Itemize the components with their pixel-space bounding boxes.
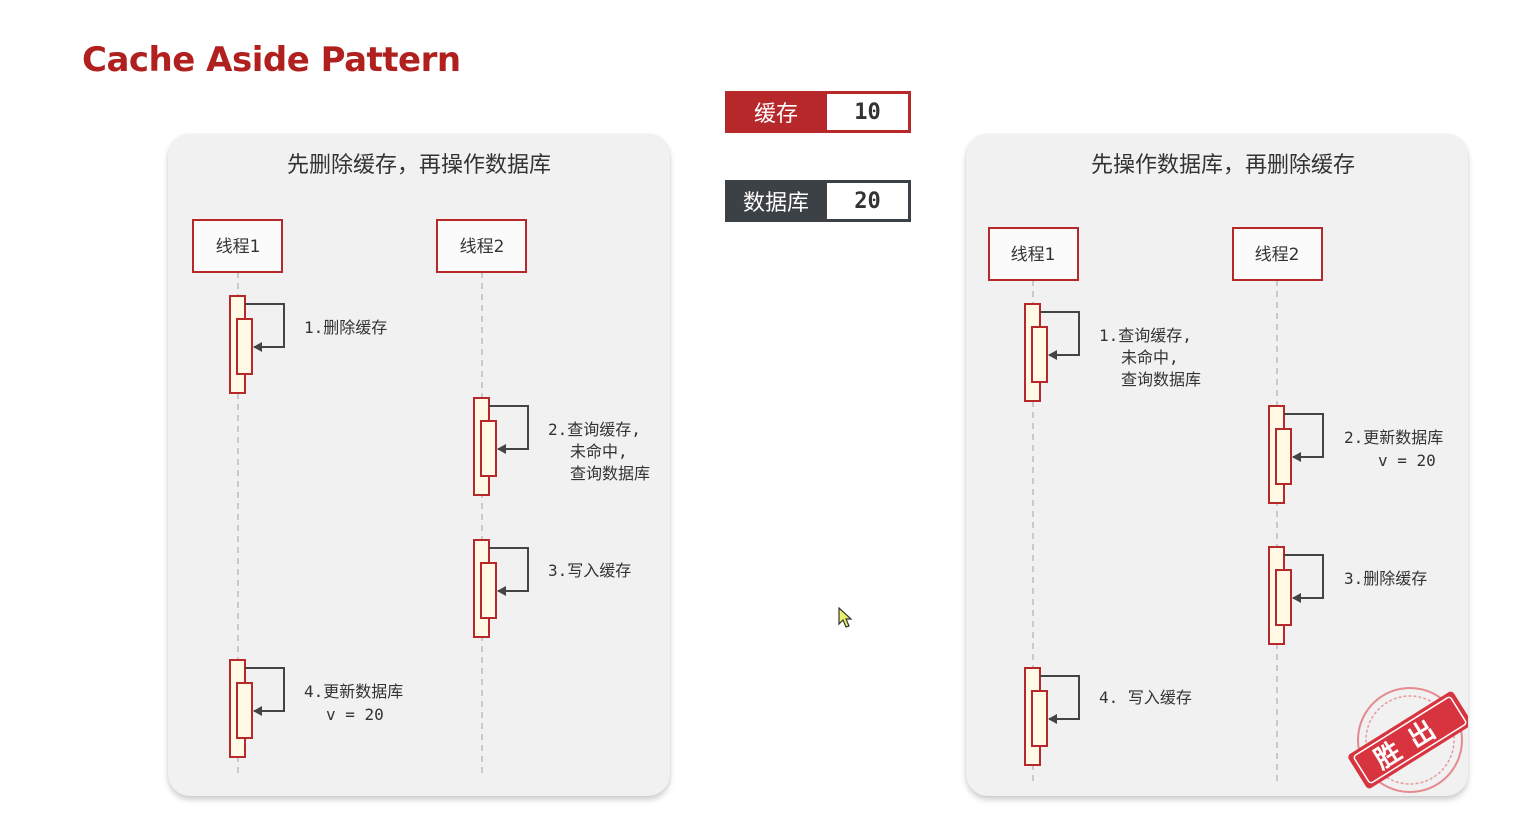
- thread2-header: 线程2: [436, 219, 527, 273]
- page-title: Cache Aside Pattern: [82, 40, 461, 80]
- step3-label: 3.删除缓存: [1344, 569, 1427, 588]
- database-value: 20: [827, 180, 911, 222]
- step1-activation: [229, 295, 285, 394]
- right-sequence-diagram: 先操作数据库，再删除缓存 线程1 线程2 1.查询缓存, 未命中, 查询数据库: [988, 153, 1468, 793]
- thread1-header: 线程1: [192, 219, 283, 273]
- step4-label: 4. 写入缓存: [1099, 688, 1192, 707]
- right-sequence-panel: 先操作数据库，再删除缓存 线程1 线程2 1.查询缓存, 未命中, 查询数据库: [966, 134, 1468, 796]
- step3-activation: [1268, 546, 1324, 645]
- step4-activation: [1024, 667, 1080, 766]
- right-panel-title: 先操作数据库，再删除缓存: [1091, 153, 1355, 178]
- step1-label: 1.查询缓存, 未命中, 查询数据库: [1099, 326, 1202, 389]
- database-label: 数据库: [725, 180, 827, 222]
- left-panel-title: 先删除缓存，再操作数据库: [287, 153, 551, 178]
- step3-label: 3.写入缓存: [548, 561, 631, 580]
- thread1-label: 线程1: [1011, 245, 1056, 265]
- winner-stamp: 胜出: [1348, 687, 1468, 793]
- thread1-header: 线程1: [988, 227, 1079, 281]
- cache-value: 10: [827, 91, 911, 133]
- thread2-header: 线程2: [1232, 227, 1323, 281]
- cache-value-box: 缓存 10: [725, 91, 911, 133]
- mouse-cursor-icon: [838, 607, 853, 628]
- step2-label: 2.更新数据库 v = 20: [1344, 428, 1453, 470]
- step4-label: 4.更新数据库 v = 20: [304, 682, 413, 724]
- left-sequence-panel: 先删除缓存，再操作数据库 线程1 线程2 1.删除缓存 2.查询缓存, 未: [168, 134, 670, 796]
- cache-label: 缓存: [725, 91, 827, 133]
- step3-activation: [473, 539, 529, 638]
- left-sequence-diagram: 先删除缓存，再操作数据库 线程1 线程2 1.删除缓存 2.查询缓存, 未: [192, 153, 651, 774]
- step1-activation: [1024, 303, 1080, 402]
- thread1-label: 线程1: [216, 237, 261, 257]
- step1-label: 1.删除缓存: [304, 318, 387, 337]
- thread2-label: 线程2: [1255, 245, 1300, 265]
- database-value-box: 数据库 20: [725, 180, 911, 222]
- step4-activation: [229, 659, 285, 758]
- thread2-label: 线程2: [460, 237, 505, 257]
- step2-activation: [1268, 405, 1324, 504]
- step2-activation: [473, 397, 529, 496]
- step2-label: 2.查询缓存, 未命中, 查询数据库: [548, 420, 651, 483]
